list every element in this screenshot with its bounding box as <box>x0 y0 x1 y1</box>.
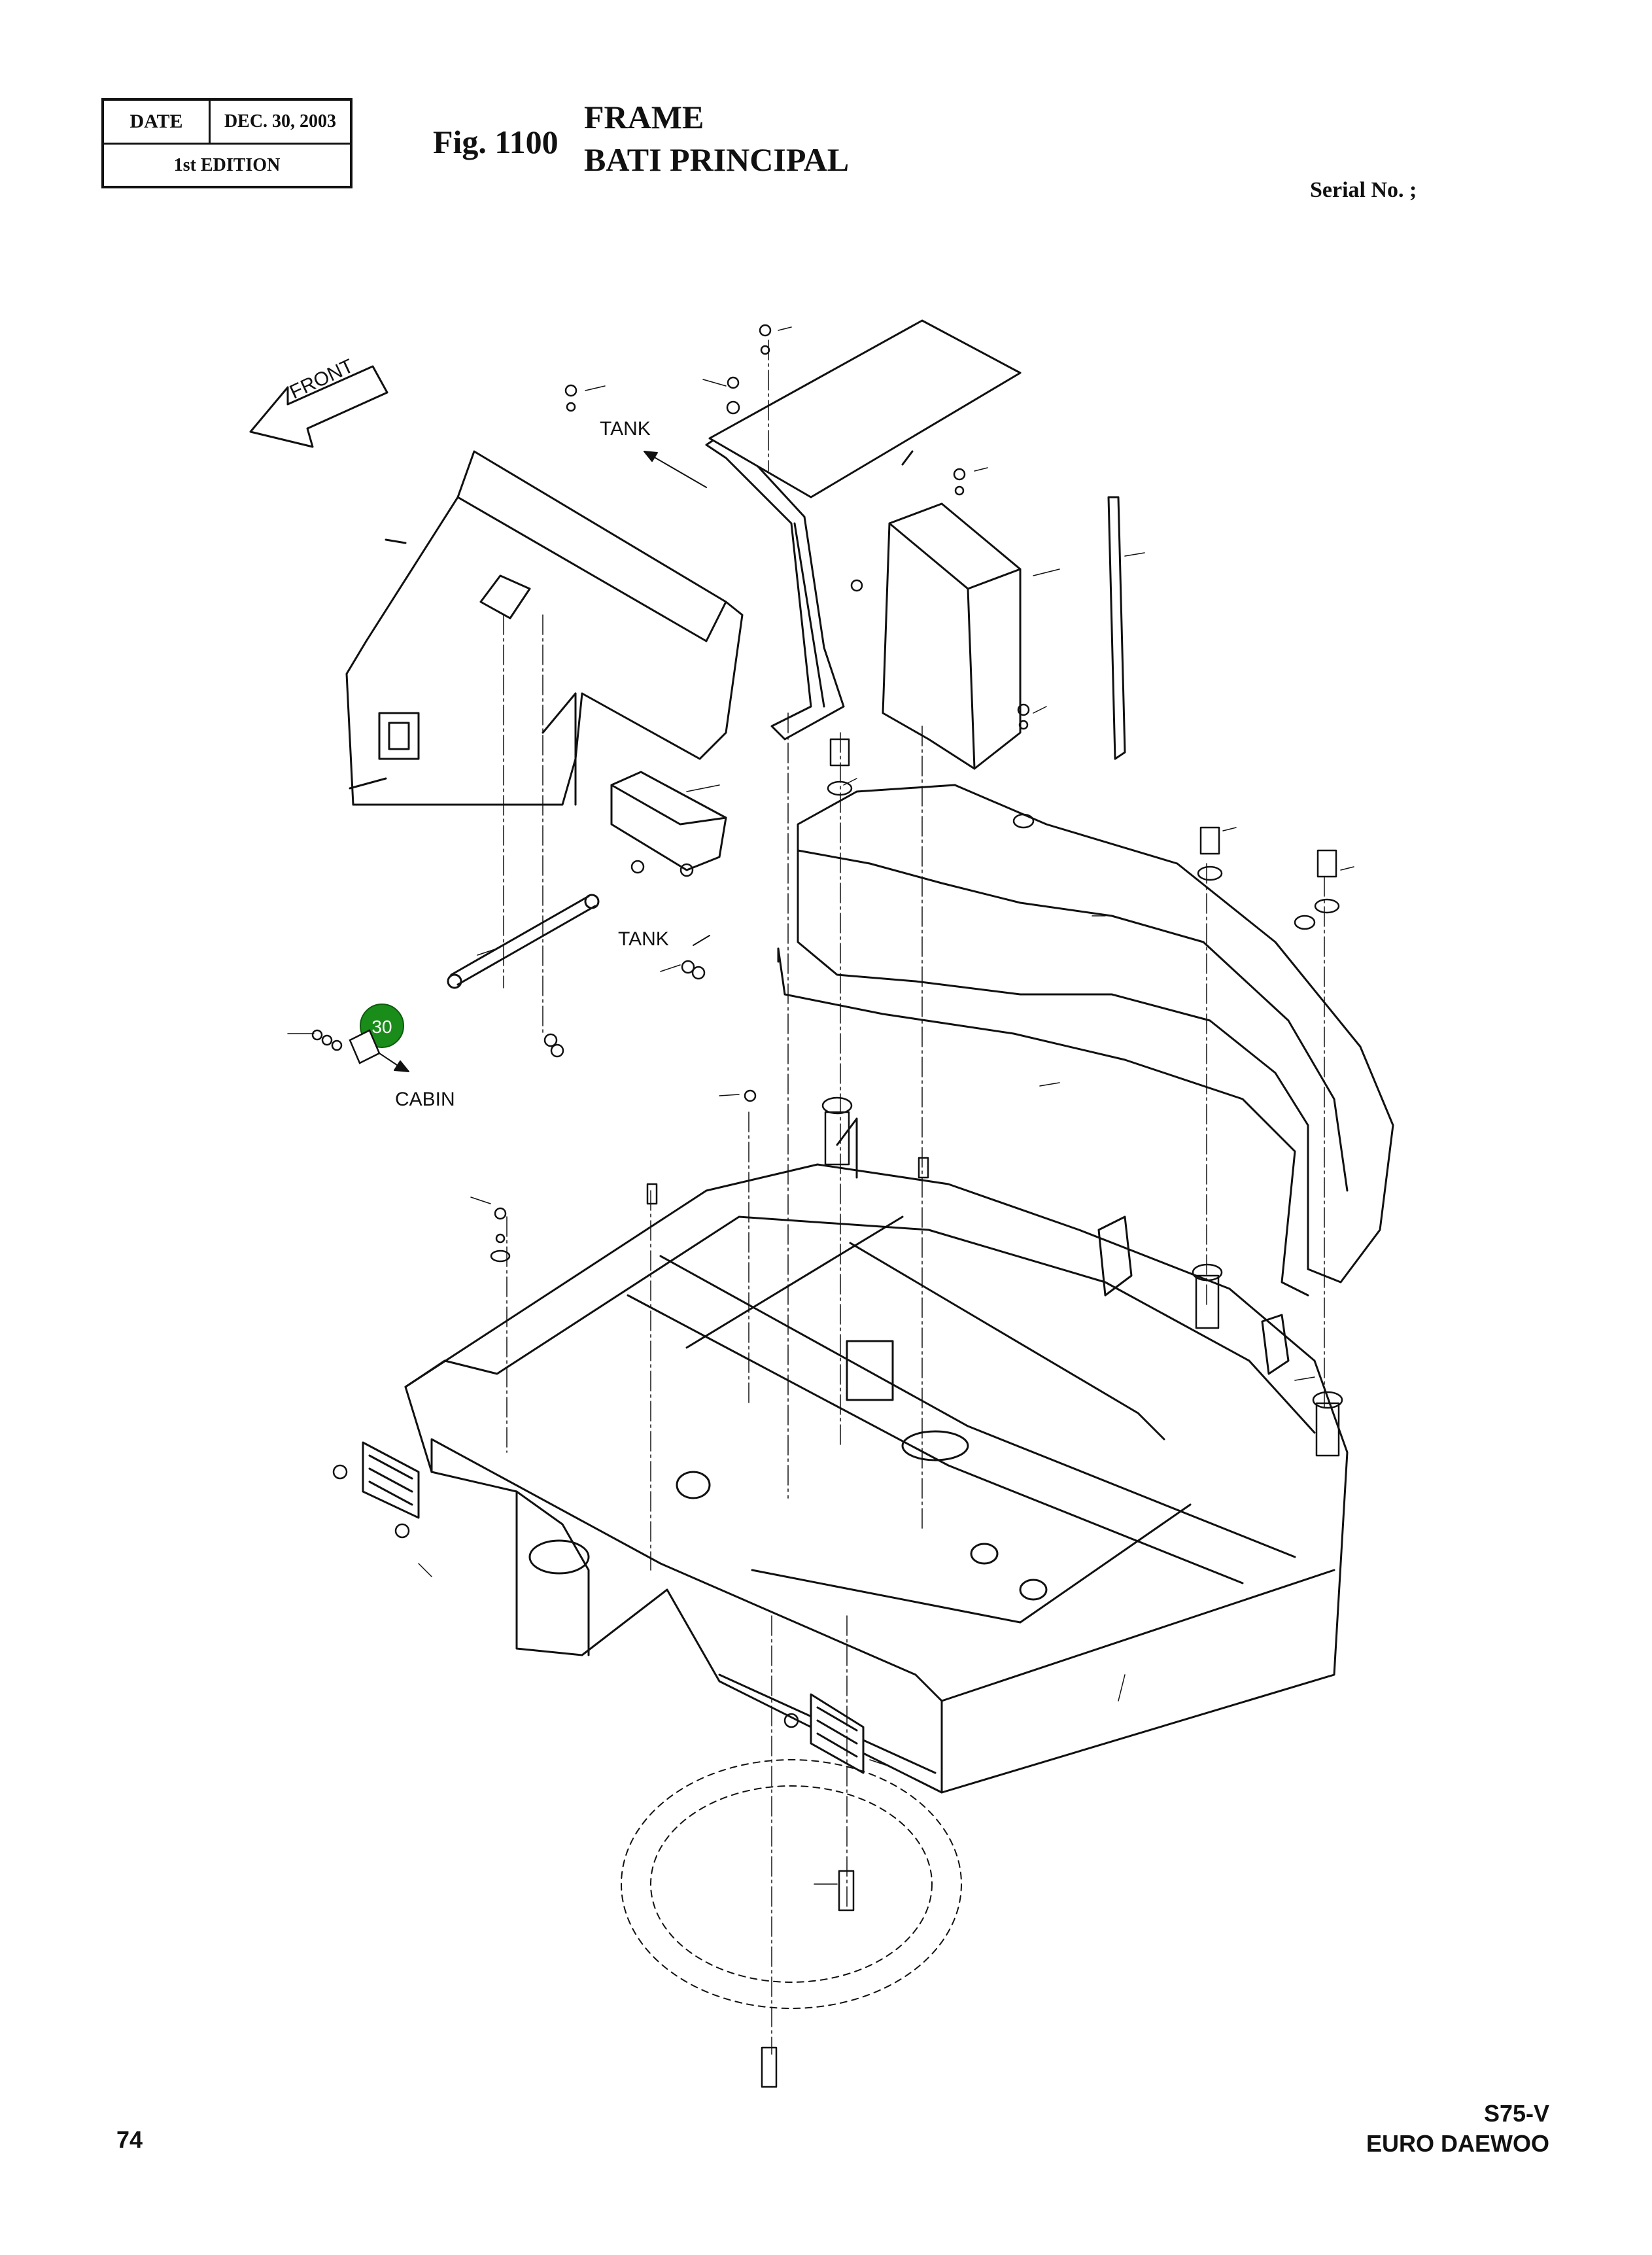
model-name: S75-V <box>1483 2100 1549 2127</box>
figure-title-en: FRAME <box>584 99 704 135</box>
vent-grille-left <box>362 1441 420 1519</box>
top-cover-plate <box>708 319 1022 498</box>
callout-arrows <box>379 451 710 1072</box>
serial-number: Serial No. ; <box>1310 178 1417 202</box>
battery-box <box>882 502 1022 770</box>
fasteners <box>311 324 1343 2088</box>
date-label: DATE <box>104 101 211 143</box>
tank-label-top: TANK <box>600 418 651 440</box>
figure-title-fr: BATI PRINCIPAL <box>584 141 850 178</box>
cabin-bracket-icon <box>349 1029 381 1064</box>
tank-label-mid: TANK <box>618 928 669 950</box>
part-30-label: 30 <box>371 1017 392 1037</box>
alignment-lines <box>503 340 1325 2055</box>
figure-number: Fig. 1100 <box>433 124 559 160</box>
upper-frame <box>404 1117 1349 1794</box>
tank-bracket <box>705 430 845 741</box>
edition-info-box: DATE DEC. 30, 2003 1st EDITION <box>101 98 353 188</box>
leader-lines <box>287 326 1354 1885</box>
date-value: DEC. 30, 2003 <box>224 111 337 131</box>
front-arrow-icon <box>249 365 388 448</box>
edition-label: 1st EDITION <box>173 155 281 175</box>
small-tray <box>610 771 727 871</box>
page-number: 74 <box>116 2126 143 2153</box>
cabin-label: CABIN <box>395 1089 455 1110</box>
date-row: DATE DEC. 30, 2003 <box>104 101 350 145</box>
vent-grille-right <box>810 1693 865 1774</box>
swing-bearing-ring <box>621 1759 962 2009</box>
tank-cover <box>345 450 744 806</box>
support-rod <box>447 894 600 989</box>
brand-name: EURO DAEWOO <box>1366 2130 1549 2157</box>
seal-strip <box>1107 496 1126 760</box>
